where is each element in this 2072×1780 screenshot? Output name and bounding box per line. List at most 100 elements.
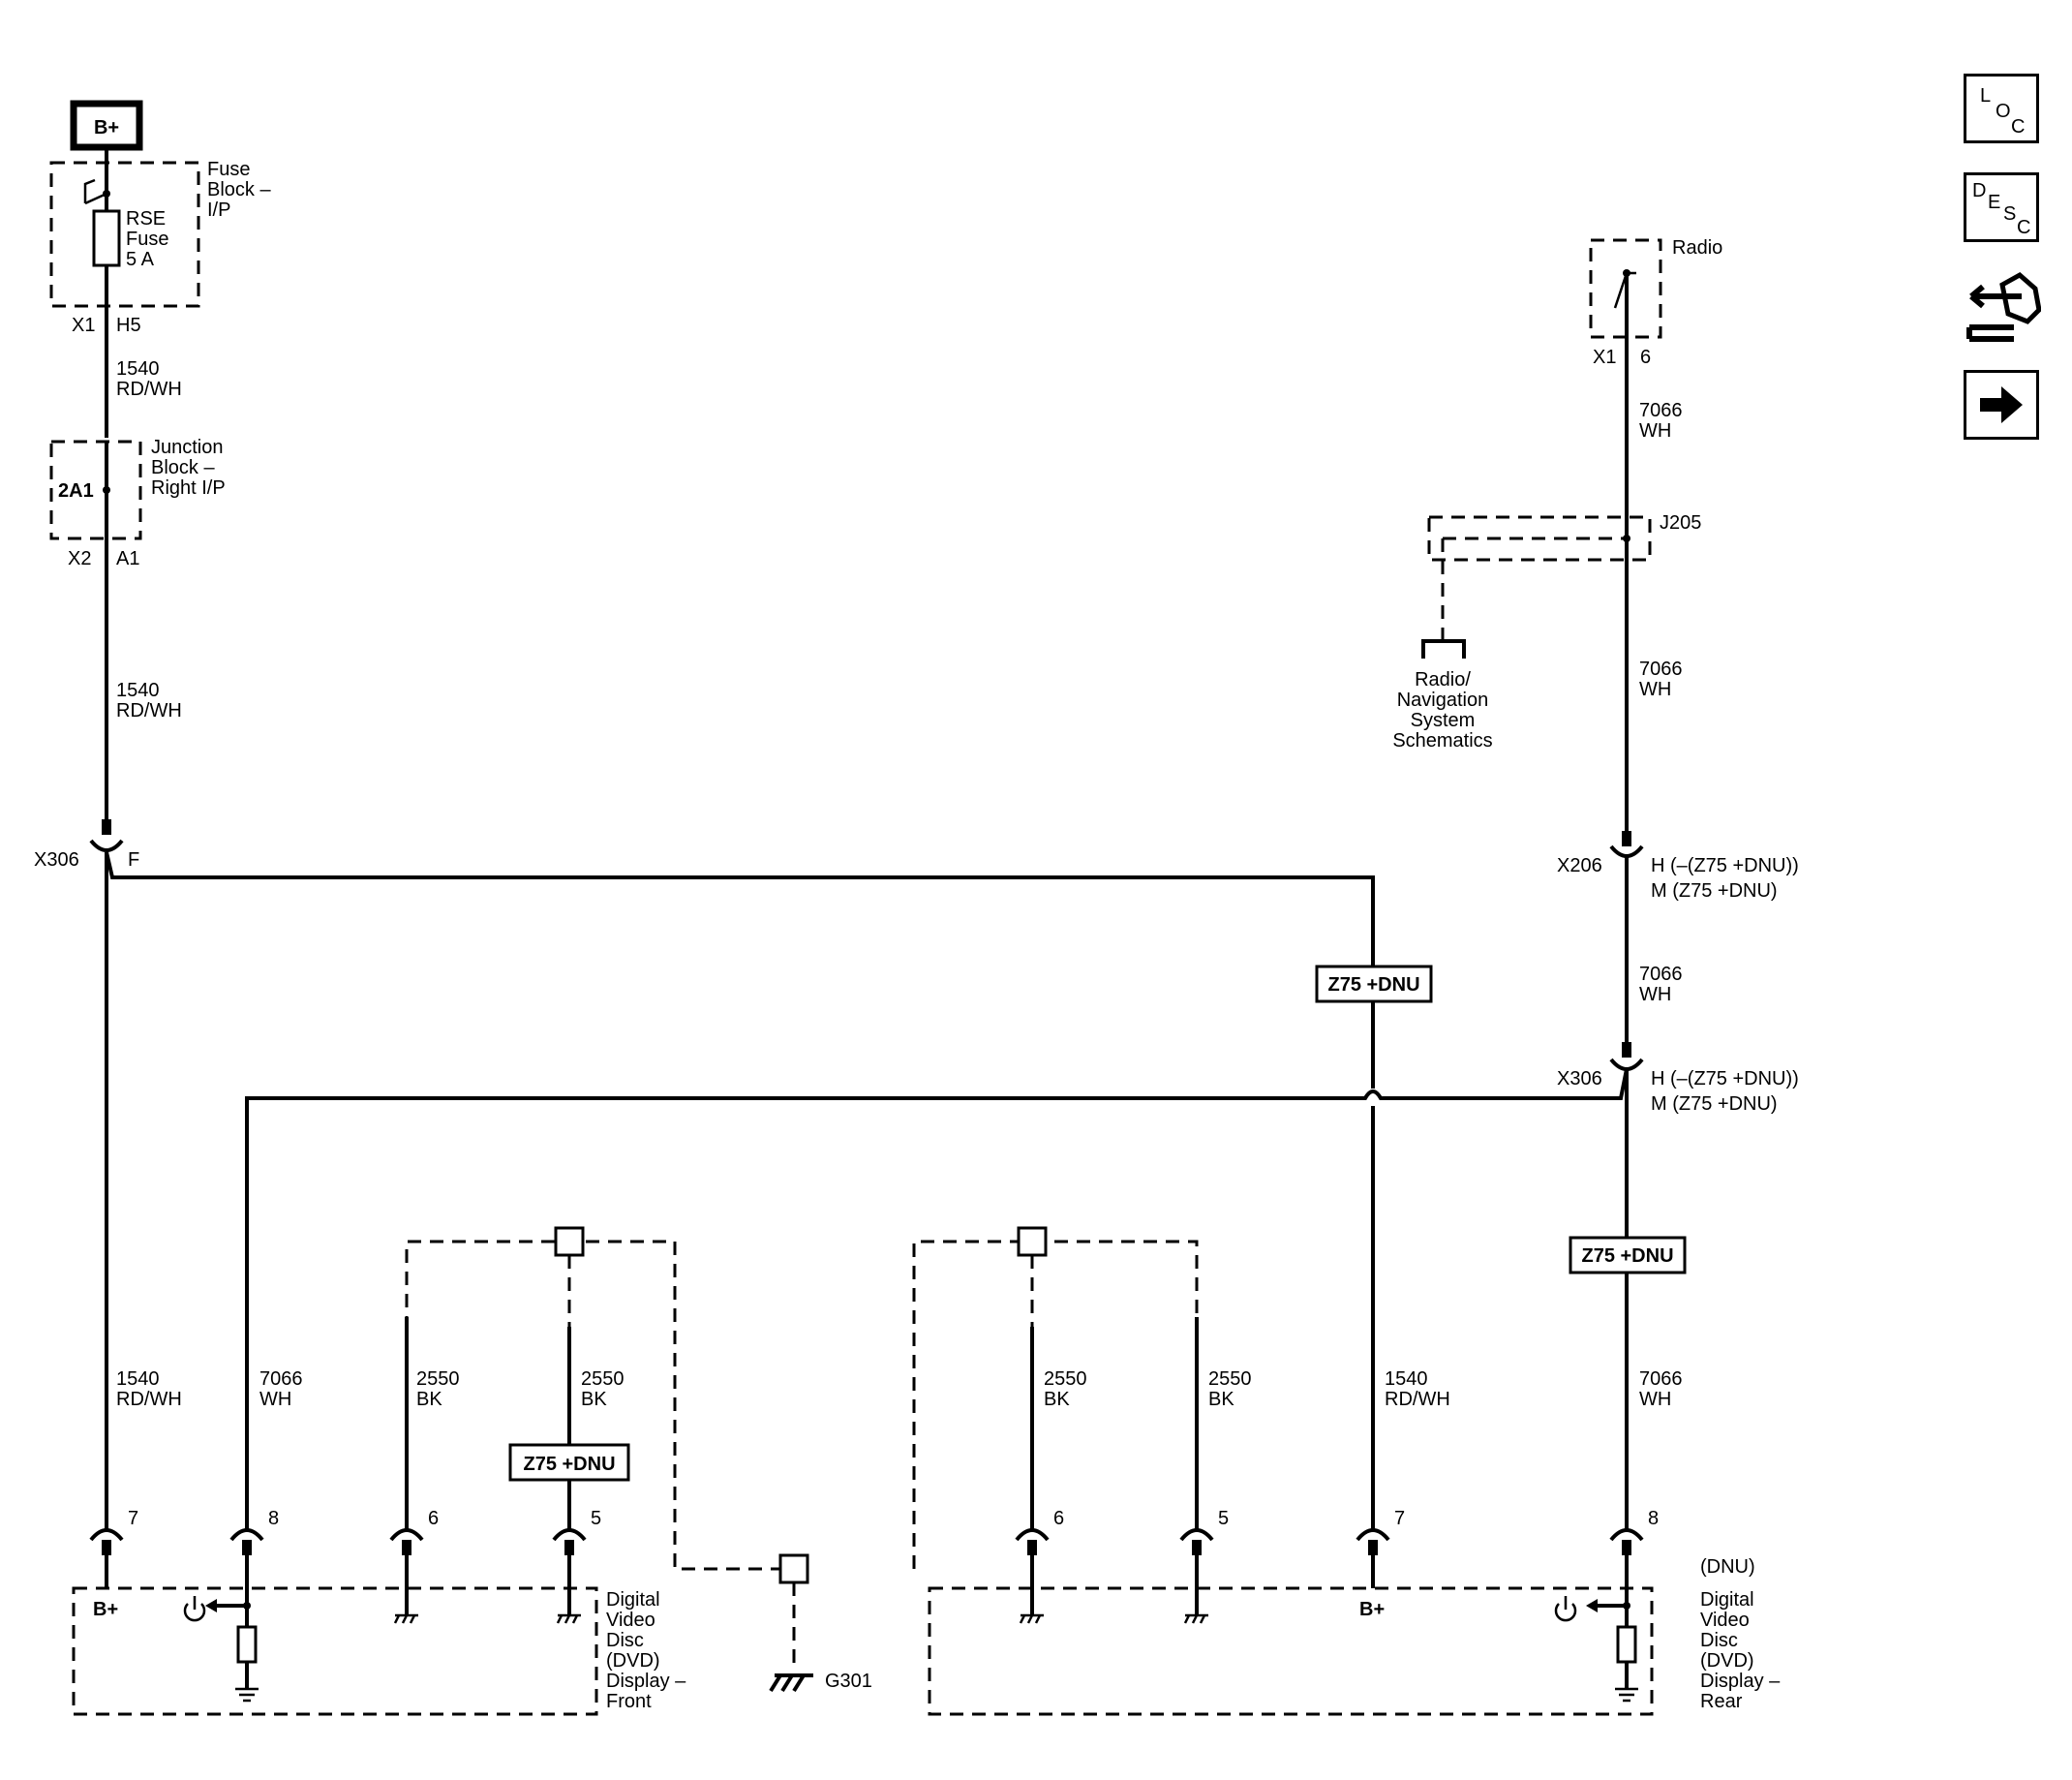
radio-navigation-reference[interactable]: Radio/ Navigation System Schematics (1392, 669, 1492, 752)
pin-h5-label: H5 (116, 315, 141, 336)
junction-block-label: Junction Block – Right I/P (151, 437, 226, 499)
desc-letter-s: S (2003, 203, 2017, 225)
pin-h-option-label: H (–(Z75 +DNU)) (1651, 855, 1799, 876)
option-box-z75-dnu: Z75 +DNU (508, 1443, 630, 1482)
splice-2a1-label: 2A1 (58, 480, 94, 502)
svg-text:6: 6 (1053, 1508, 1064, 1529)
dvd-display-rear[interactable] (928, 1586, 1654, 1716)
pin-f-label: F (128, 849, 139, 871)
svg-text:6: 6 (428, 1508, 439, 1529)
front-display-pins: 7 8 6 5 (89, 1508, 601, 1555)
svg-text:Junction: Junction (151, 437, 224, 458)
svg-text:5 A: 5 A (126, 249, 155, 270)
dvd-display-front[interactable] (72, 1586, 598, 1716)
svg-text:I/P: I/P (207, 199, 230, 221)
pull-up-resistor (236, 1625, 258, 1664)
connector-wrench-icon[interactable] (1964, 267, 2042, 349)
svg-text:(DVD): (DVD) (606, 1650, 660, 1672)
svg-text:RSE: RSE (126, 208, 166, 230)
svg-text:Z75 +DNU: Z75 +DNU (1327, 974, 1419, 996)
wire-color-label: BK (1044, 1389, 1070, 1410)
connector-x1-label: X1 (1593, 347, 1616, 368)
loc-button[interactable]: L O C (1964, 74, 2039, 143)
pin-m-option-label: M (Z75 +DNU) (1651, 880, 1778, 902)
front-shield-drain (405, 1226, 804, 1571)
svg-text:8: 8 (268, 1508, 279, 1529)
svg-text:Navigation: Navigation (1397, 690, 1489, 711)
connector-x306-label: X306 (34, 849, 79, 871)
wire-color-label: RD/WH (1385, 1389, 1450, 1410)
wire-color-label: WH (1639, 984, 1671, 1005)
svg-text:Front: Front (606, 1691, 652, 1712)
svg-text:Right I/P: Right I/P (151, 477, 226, 499)
svg-text:7: 7 (128, 1508, 138, 1529)
connector-x306-h (1609, 1042, 1644, 1071)
splice-pack-j205 (1421, 515, 1652, 659)
wire-circuit-label: 7066 (1639, 400, 1683, 421)
svg-text:(DVD): (DVD) (1700, 1650, 1754, 1672)
svg-text:Z75 +DNU: Z75 +DNU (523, 1454, 615, 1475)
dnu-label: (DNU) (1700, 1556, 1755, 1578)
wire-color-label: BK (581, 1389, 607, 1410)
wire-color-label: RD/WH (116, 1389, 182, 1410)
svg-text:7: 7 (1394, 1508, 1405, 1529)
svg-text:Radio/: Radio/ (1415, 669, 1471, 691)
connector-x306-label: X306 (1557, 1068, 1602, 1089)
right-arrow-icon (1980, 386, 2023, 423)
connector-x2-label: X2 (68, 548, 91, 569)
wire-color-label: RD/WH (116, 379, 182, 400)
wire-circuit-label: 2550 (581, 1368, 625, 1390)
power-icon (183, 1596, 206, 1622)
connector-x1-label: X1 (72, 315, 95, 336)
wire-circuit-label: 1540 (116, 358, 160, 380)
power-icon (1554, 1596, 1577, 1622)
junction-block-right-ip (49, 440, 142, 540)
svg-text:Digital: Digital (1700, 1589, 1754, 1611)
wire-circuit-label: 7066 (1639, 964, 1683, 985)
svg-text:B+: B+ (94, 117, 119, 138)
svg-text:Disc: Disc (1700, 1630, 1738, 1651)
wire-color-label: WH (1639, 420, 1671, 442)
pin-h-option-label: H (–(Z75 +DNU)) (1651, 1068, 1799, 1089)
wire-circuit-label: 1540 (1385, 1368, 1428, 1390)
desc-button[interactable]: D E S C (1964, 172, 2039, 242)
option-box-z75-dnu: Z75 +DNU (1315, 965, 1433, 1003)
chassis-ground-icon (1183, 1613, 1208, 1624)
svg-text:Fuse: Fuse (207, 159, 250, 180)
wire-color-label: WH (1639, 679, 1671, 700)
wire-color-label: BK (1208, 1389, 1234, 1410)
ground-icon (235, 1687, 259, 1703)
svg-text:Fuse: Fuse (126, 229, 168, 250)
radio-label: Radio (1672, 237, 1722, 259)
splice-j205-label: J205 (1660, 512, 1701, 534)
rear-display-pins: 6 5 7 8 (1015, 1508, 1659, 1555)
pin-m-option-label: M (Z75 +DNU) (1651, 1093, 1778, 1115)
wire-color-label: WH (1639, 1389, 1671, 1410)
svg-text:Schematics: Schematics (1392, 730, 1492, 752)
svg-text:Z75 +DNU: Z75 +DNU (1581, 1245, 1673, 1267)
right-arrow-button[interactable] (1964, 370, 2039, 440)
svg-text:8: 8 (1648, 1508, 1659, 1529)
desc-letter-e: E (1988, 192, 2001, 213)
svg-text:5: 5 (1218, 1508, 1229, 1529)
dvd-display-front-label: Digital Video Disc (DVD) Display – Front (606, 1589, 686, 1712)
desc-letter-c: C (2017, 217, 2031, 238)
loc-letter-l: L (1980, 85, 1992, 107)
svg-text:Video: Video (606, 1610, 655, 1631)
pin-6-label: 6 (1640, 347, 1651, 368)
battery-b-plus-label: B+ (70, 100, 143, 151)
wire-color-label: RD/WH (116, 700, 182, 721)
wire-circuit-label: 7066 (1639, 659, 1683, 680)
desc-letter-d: D (1972, 180, 1987, 201)
wire-circuit-label: 1540 (116, 1368, 160, 1390)
wire-circuit-label: 2550 (1208, 1368, 1252, 1390)
wire-color-label: WH (259, 1389, 291, 1410)
connector-x206 (1609, 831, 1644, 858)
svg-text:G301: G301 (825, 1671, 872, 1692)
wire-circuit-label: 1540 (116, 680, 160, 701)
loc-letter-c: C (2011, 116, 2026, 138)
option-box-z75-dnu: Z75 +DNU (1569, 1236, 1687, 1274)
connector-x206-label: X206 (1557, 855, 1602, 876)
wire-circuit-label: 2550 (416, 1368, 460, 1390)
